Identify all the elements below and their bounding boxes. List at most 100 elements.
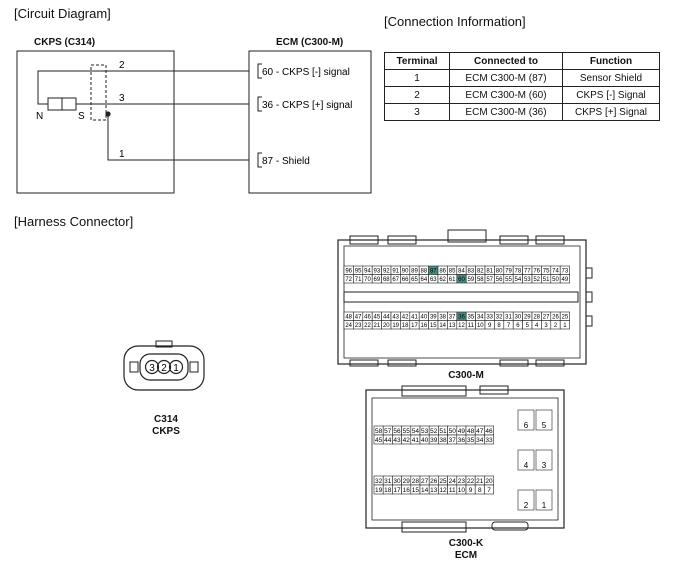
connector-pin-label: 57 [384, 428, 392, 435]
connector-pin-label: 15 [430, 323, 437, 329]
connector-pin-label: 7 [487, 487, 491, 494]
wire-pin-1 [107, 114, 249, 161]
connector-pin-label: 48 [467, 428, 475, 435]
ecm-terminal-60: 60 - CKPS [-] signal [262, 67, 350, 78]
connector-pin-label: 22 [467, 478, 475, 485]
connector-pin-label: 28 [533, 315, 540, 321]
connector-pin-label: 9 [488, 323, 492, 329]
connector-pin-label: 31 [505, 315, 512, 321]
connector-pin-label: 42 [403, 437, 411, 444]
table-header-row: Terminal Connected to Function [384, 52, 660, 70]
ckps-box-label: CKPS (C314) [34, 37, 96, 48]
connector-pin-label: 56 [393, 428, 401, 435]
connector-pin-label: 37 [449, 437, 457, 444]
connector-pin-label: 18 [384, 487, 392, 494]
connector-pin-label: 71 [355, 277, 362, 283]
connector-pin-label: 7 [507, 323, 511, 329]
connector-pin-label: 46 [364, 315, 371, 321]
connector-pin-label: 26 [430, 478, 438, 485]
connector-pin [535, 489, 553, 511]
c300k-sublabel: ECM [454, 550, 478, 561]
table-row: 1 ECM C300-M (87) Sensor Shield [384, 69, 660, 87]
connector-pin-label: 46 [485, 428, 493, 435]
connector-pin-label: 80 [496, 269, 503, 275]
connector-pin-label: 96 [345, 269, 352, 275]
connector-pin-label: 8 [497, 323, 501, 329]
connector-pin-label: 50 [449, 428, 457, 435]
c314-sublabel: CKPS [152, 426, 180, 437]
table-cell: CKPS [+] Signal [562, 103, 660, 121]
connector-pin-label: 16 [403, 487, 411, 494]
connector-pin-label: 45 [375, 437, 383, 444]
c314-pin-3 [144, 359, 160, 375]
connector-pin-label: 43 [393, 437, 401, 444]
connector-pin-label: 18 [402, 323, 409, 329]
c300m-divider [343, 291, 579, 303]
connector-pin-label: 86 [439, 269, 446, 275]
connector-pin [559, 320, 570, 330]
connector-pin-label: 91 [392, 269, 399, 275]
connector-pin-label: 84 [458, 269, 465, 275]
connector-pin-label: 27 [543, 315, 550, 321]
connector-pin-label: 12 [458, 323, 465, 329]
table-header: Function [562, 52, 660, 70]
connector-pin-label: 56 [496, 277, 503, 283]
connector-pin-label: 63 [430, 277, 437, 283]
connector-pin-label: 65 [411, 277, 418, 283]
connector-pin-label: 31 [384, 478, 392, 485]
table-row: 2 ECM C300-M (60) CKPS [-] Signal [384, 86, 660, 104]
connector-pin-label: 9 [469, 487, 473, 494]
table-cell: 2 [384, 86, 450, 104]
connector-pin-label: 52 [533, 277, 540, 283]
connector-pin-label: 49 [562, 277, 569, 283]
connector-pin-label: 40 [421, 437, 429, 444]
connector-pin [517, 489, 535, 511]
connector-pin-label: 23 [458, 478, 466, 485]
connector-pin-label: 50 [552, 277, 559, 283]
connector-pin-label: 49 [458, 428, 466, 435]
connector-pin-label: 94 [364, 269, 371, 275]
connector-pin-label: 39 [430, 315, 437, 321]
connector-pin-label: 19 [375, 487, 383, 494]
connector-pin-label: 13 [430, 487, 438, 494]
ecm-terminal-87: 87 - Shield [262, 156, 310, 167]
connector-pin-label: 61 [449, 277, 456, 283]
connector-pin-label: 20 [485, 478, 493, 485]
connector-pin-label: 52 [430, 428, 438, 435]
connector-pin-label: 3 [544, 323, 548, 329]
c300m-label: C300-M [448, 370, 484, 381]
connector-pin-label: 54 [515, 277, 522, 283]
connector-pin-label: 35 [468, 315, 475, 321]
table-header: Connected to [449, 52, 563, 70]
pin-2-label: 2 [119, 60, 125, 71]
connector-pin-label: 10 [458, 487, 466, 494]
connector-pin-label: 55 [505, 277, 512, 283]
connector-pin-label: 35 [467, 437, 475, 444]
connector-pin-label: 53 [421, 428, 429, 435]
connector-pin [535, 409, 553, 431]
connector-pin-label: 15 [412, 487, 420, 494]
connector-pin-label: 30 [515, 315, 522, 321]
table-header: Terminal [384, 52, 450, 70]
connector-pin-label: 73 [562, 269, 569, 275]
connector-pin-label: 1 [542, 501, 547, 510]
connector-pin-label: 54 [412, 428, 420, 435]
connector-pin-label: 75 [543, 269, 550, 275]
connector-pin-label: 2 [524, 501, 529, 510]
connector-pin-label: 10 [477, 323, 484, 329]
table-cell: 3 [384, 103, 450, 121]
c314-pin-label: 3 [149, 363, 155, 374]
connector-pin-label: 82 [477, 269, 484, 275]
connector-pin-label: 92 [383, 269, 390, 275]
table-cell: ECM C300-M (36) [449, 103, 563, 121]
connector-pin-label: 16 [421, 323, 428, 329]
connector-pin-label: 14 [439, 323, 446, 329]
connector-pin-label: 11 [468, 323, 475, 329]
connector-pin-label: 4 [535, 323, 539, 329]
connector-pin-label: 36 [458, 315, 465, 321]
connector-pin-label: 47 [476, 428, 484, 435]
connector-pin-label: 12 [439, 487, 447, 494]
connector-pin-label: 57 [486, 277, 493, 283]
connector-pin-label: 21 [476, 478, 484, 485]
